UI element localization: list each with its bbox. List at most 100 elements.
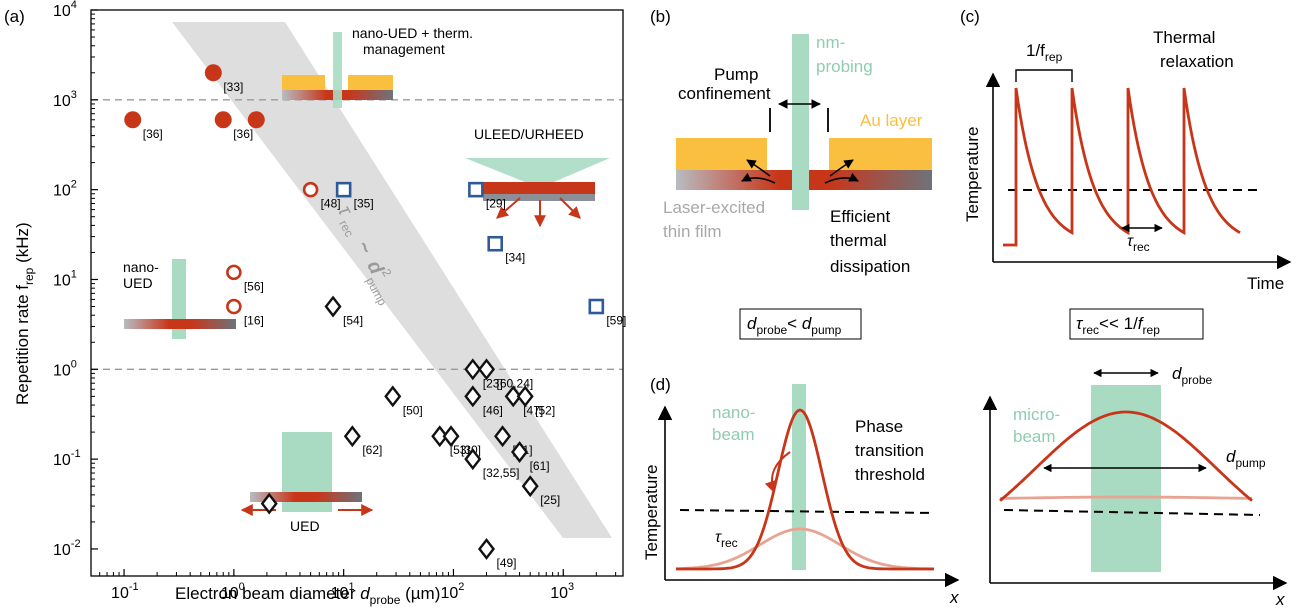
inset-au-right — [348, 75, 393, 93]
d-nano-relaxed-curve — [675, 527, 935, 571]
band-rec: rec — [336, 218, 356, 239]
d-phase-3: threshold — [855, 465, 925, 484]
y-tick-label-3: 101 — [53, 268, 77, 289]
point-label-2-3: [59] — [606, 314, 626, 328]
inset-uleed-label: ULEED/URHEED — [474, 126, 584, 142]
frep-bracket — [1015, 69, 1073, 82]
marker-open-square-2-1 — [468, 181, 484, 198]
marker-open-diamond-3-6 — [384, 385, 402, 408]
point-label-3-12: [25] — [540, 493, 560, 507]
marker-open-diamond-3-10 — [511, 441, 529, 463]
d-nano-threshold — [679, 509, 936, 514]
marker-open-diamond-3-14 — [260, 492, 278, 515]
d-nano-peak-curve — [676, 408, 934, 571]
uleed-substrate — [483, 194, 595, 201]
marker-open-square-2-2 — [487, 235, 504, 252]
dissipation-arrow-right-2 — [829, 159, 854, 177]
point-label-3-2: [60,24] — [497, 376, 534, 390]
point-label-3-1: [23] — [483, 376, 503, 390]
d-nano-beam — [792, 384, 806, 570]
y-tick-label-5: 103 — [53, 89, 77, 110]
point-label-0-2: [36] — [233, 127, 253, 141]
uleed-arrow-3 — [559, 197, 581, 219]
c-y-axis-label: Temperature — [963, 127, 982, 222]
point-label-3-0: [54] — [343, 314, 363, 328]
panel-d-nano: nano- beam Phase transition threshold Te… — [642, 384, 960, 607]
point-label-2-0: [35] — [354, 197, 374, 211]
point-label-3-5: [52] — [535, 403, 555, 417]
inset-ued-label: UED — [290, 518, 320, 534]
panel-label-c: (c) — [960, 7, 980, 26]
inset-nano-ued-2: UED — [123, 275, 153, 291]
panel-c-plot: 1/frep Thermal relaxation Temperature Ti… — [963, 28, 1292, 340]
inset-probe-beam — [333, 32, 342, 108]
condition-c-text: τrec<< 1/frep — [1076, 314, 1160, 337]
marker-open-square-2-0 — [335, 181, 352, 198]
d-micro-beam-2: beam — [1013, 427, 1056, 446]
efficient-2: thermal — [830, 231, 887, 250]
point-label-0-0: [33] — [223, 80, 243, 94]
point-label-3-11: [32,55] — [483, 466, 520, 480]
efficient-1: Efficient — [830, 207, 890, 226]
nm-probe-beam — [792, 34, 809, 210]
uleed-beams — [465, 158, 610, 188]
panel-label-a: (a) — [4, 7, 25, 26]
au-layer-label: Au layer — [860, 111, 923, 130]
marker-filled-circle-0-2 — [214, 111, 232, 129]
y-tick-label-2: 100 — [53, 358, 77, 379]
c-tau-rec: τrec — [1127, 233, 1150, 254]
thermal-relaxation-2: relaxation — [1160, 52, 1234, 71]
x-tick-label-3: 102 — [440, 581, 464, 602]
d-nano-beam-1: nano- — [712, 403, 755, 422]
thermal-relaxation-1: Thermal — [1153, 28, 1215, 47]
dissipation-arrow-left-2 — [746, 159, 771, 177]
nano-ued-film — [124, 319, 236, 329]
d-micro-beam-1: micro- — [1013, 405, 1060, 424]
d-nano-beam-2: beam — [712, 425, 755, 444]
ued-film — [250, 492, 362, 502]
au-right — [829, 138, 932, 173]
marker-open-circle-1-0 — [302, 181, 319, 198]
pump-confinement-1: Pump — [714, 65, 758, 84]
d-tau-rec: τrec — [715, 529, 738, 550]
point-label-3-10: [61] — [530, 459, 550, 473]
marker-open-diamond-3-13 — [343, 425, 361, 448]
d-micro-x-label: x — [1275, 590, 1285, 609]
marker-filled-circle-0-3 — [247, 111, 265, 129]
x-tick-label-0: 10-1 — [111, 581, 139, 602]
dissipation-arrow-left-1 — [741, 172, 776, 184]
point-label-3-3: [46] — [483, 403, 503, 417]
inset-nano-ued-therm-1: nano-UED + therm. — [352, 25, 473, 41]
y-tick-label-1: 10-1 — [53, 448, 81, 469]
c-temperature-curve — [1003, 87, 1241, 247]
data-marks: [33][36][36][48][56][16][35][29][34][59]… — [124, 64, 626, 570]
laser-excited-2: thin film — [663, 222, 722, 241]
c-x-axis-label: Time — [1247, 274, 1284, 293]
condition-box-c — [1069, 308, 1204, 340]
marker-open-diamond-3-8 — [442, 425, 460, 448]
d-nano-y-label: Temperature — [642, 465, 661, 560]
uleed-arrow-1 — [496, 197, 521, 219]
point-label-3-13: [62] — [362, 443, 382, 457]
pump-confinement-2: confinement — [678, 84, 771, 103]
scatter-plot: nano-UED + therm. management ULEED/URHEE… — [53, 0, 626, 602]
point-label-3-6: [50] — [403, 403, 423, 417]
point-label-3-7: [53] — [450, 443, 470, 457]
scaling-band — [172, 22, 612, 538]
d-micro-threshold — [1003, 509, 1261, 516]
marker-open-diamond-3-5 — [516, 385, 534, 408]
dissipation-arrow-right-1 — [824, 172, 859, 184]
point-label-1-0: [48] — [321, 197, 341, 211]
d-micro-peak-curve — [999, 410, 1253, 502]
point-label-1-1: [56] — [244, 279, 264, 293]
point-label-2-2: [34] — [505, 251, 525, 265]
marker-open-diamond-3-2 — [477, 358, 496, 381]
condition-b-text: dprobe< dpump — [747, 314, 842, 337]
inset-nano-ued-1: nano- — [123, 259, 159, 275]
marker-open-diamond-3-1 — [464, 358, 482, 381]
marker-filled-circle-0-0 — [204, 64, 222, 82]
d-nano-x-label: x — [949, 588, 959, 607]
panel-label-d: (d) — [650, 375, 671, 394]
uleed-film — [483, 182, 595, 194]
y-tick-label-6: 104 — [53, 0, 77, 20]
